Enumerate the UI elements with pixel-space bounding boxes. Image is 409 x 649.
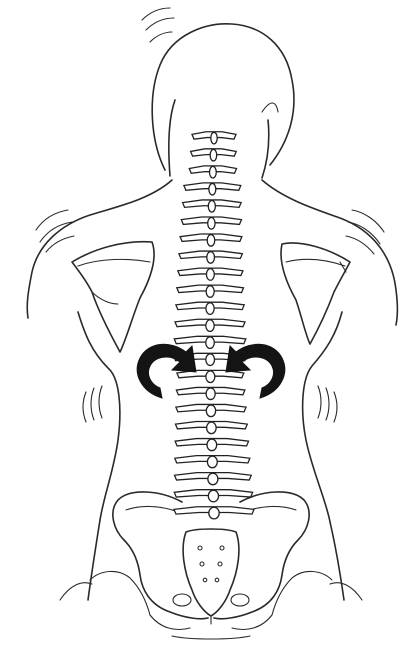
vertebra bbox=[189, 166, 236, 178]
vertebra bbox=[177, 285, 244, 297]
vertebra bbox=[175, 422, 247, 434]
vertebra bbox=[176, 387, 245, 399]
vertebra bbox=[184, 183, 241, 195]
right-waist-motion-lines bbox=[318, 386, 337, 422]
vertebra bbox=[177, 370, 244, 382]
vertebra bbox=[192, 132, 236, 144]
vertebra bbox=[175, 439, 248, 451]
vertebra bbox=[180, 234, 242, 246]
vertebra bbox=[178, 268, 243, 280]
vertebra bbox=[179, 251, 242, 263]
left-shoulder-motion-lines bbox=[36, 210, 74, 252]
vertebra bbox=[176, 404, 246, 416]
vertebra bbox=[191, 149, 237, 161]
vertebra bbox=[174, 490, 252, 502]
vertebra bbox=[175, 473, 252, 485]
vertebra bbox=[181, 217, 241, 229]
vertebra bbox=[183, 200, 242, 212]
vertebra bbox=[175, 319, 245, 331]
sacrum bbox=[183, 529, 239, 624]
left-waist-motion-lines bbox=[83, 386, 102, 422]
spine bbox=[174, 132, 254, 519]
vertebra bbox=[174, 507, 254, 519]
vertebra bbox=[174, 336, 246, 348]
right-scapula bbox=[281, 243, 350, 344]
left-scapula bbox=[72, 242, 154, 352]
head-motion-lines bbox=[142, 8, 174, 42]
vertebra bbox=[175, 456, 250, 468]
vertebra bbox=[176, 302, 244, 314]
